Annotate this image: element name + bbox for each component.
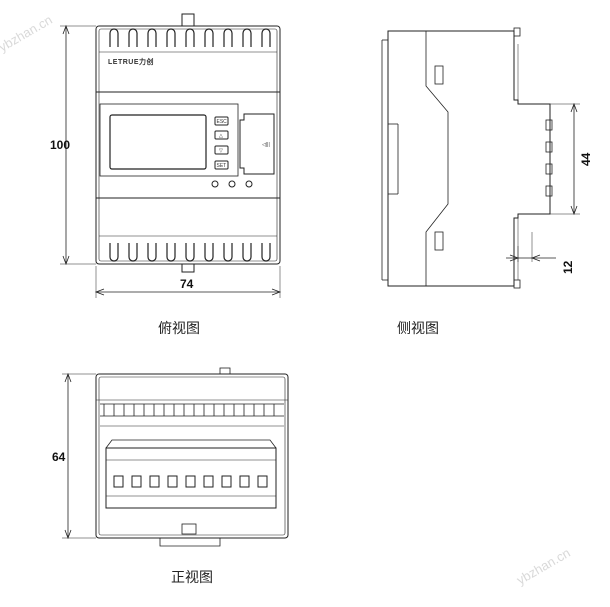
dim-width-74: 74 [180,277,194,291]
dim-offset-12: 12 [561,260,575,274]
dim-rail-44: 44 [579,152,593,166]
bottom-terminal-slots [109,243,271,262]
front-terminal-screws [113,475,268,488]
dim-height-64: 64 [52,450,66,464]
side-view [381,27,580,289]
top-terminal-slots [109,28,271,47]
watermark-bottom-right: ybzhan.cn [514,545,573,588]
down-button-label: ▽ [219,148,223,154]
terminal-cover-mark: ◁||| [262,142,270,148]
dim-height-100: 100 [50,138,70,152]
brand-label: LETRUE力创 [108,57,154,66]
front-top-ribs [100,403,284,417]
front-view [62,367,289,547]
front-view-caption: 正视图 [171,570,213,586]
top-view-caption: 俯视图 [158,321,200,337]
esc-button-label: ESC [217,119,228,125]
watermark-top-left: ybzhan.cn [0,12,55,55]
top-view [60,13,282,298]
side-view-caption: 侧视图 [397,321,439,337]
up-button-label: △ [219,133,223,139]
set-button-label: SET [217,163,227,169]
